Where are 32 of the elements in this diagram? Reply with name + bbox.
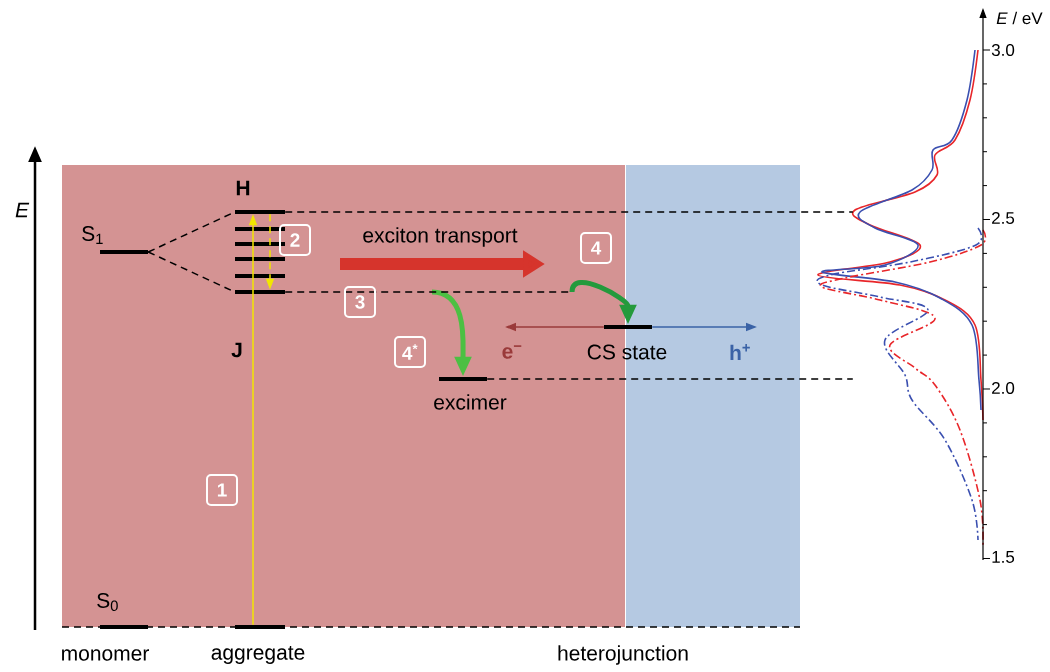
- tick-label: 3.0: [991, 44, 1015, 56]
- level-label: CS state: [587, 344, 667, 360]
- edge-label: h$^{+}$: [730, 343, 750, 361]
- energy-level: [235, 257, 285, 261]
- level-label: S$_{1}$: [82, 226, 103, 244]
- callout-number: 2: [279, 224, 311, 256]
- text-label: monomer: [62, 649, 149, 661]
- level-label: J: [231, 342, 242, 358]
- callout-number: 1: [206, 474, 238, 506]
- callout-number: 4$^{*}$: [394, 336, 426, 368]
- callout-number: 3: [344, 286, 376, 318]
- energy-level: [439, 377, 487, 381]
- text-label: aggregate: [211, 646, 305, 664]
- energy-level: [235, 242, 285, 246]
- level-label: excimer: [434, 394, 507, 410]
- energy-level: [604, 325, 652, 329]
- energy-level: [100, 250, 148, 254]
- energy-level: [235, 625, 285, 629]
- energy-level: [235, 290, 285, 294]
- level-label: S$_{0}$: [97, 593, 118, 611]
- level-label: H: [236, 180, 250, 196]
- tick-label: 1.5: [992, 551, 1015, 563]
- energy-level: [100, 625, 148, 629]
- energy-level: [235, 227, 285, 231]
- text-label: exciton transport: [363, 227, 518, 247]
- edge-label: e$^{−}$: [502, 345, 522, 359]
- callout-number: 4: [580, 232, 612, 264]
- axis-label: E / eV: [996, 11, 1043, 25]
- energy-level: [235, 210, 285, 214]
- axis-label: E: [15, 202, 30, 218]
- text-label: heterojunction: [558, 645, 688, 665]
- energy-level: [235, 274, 285, 278]
